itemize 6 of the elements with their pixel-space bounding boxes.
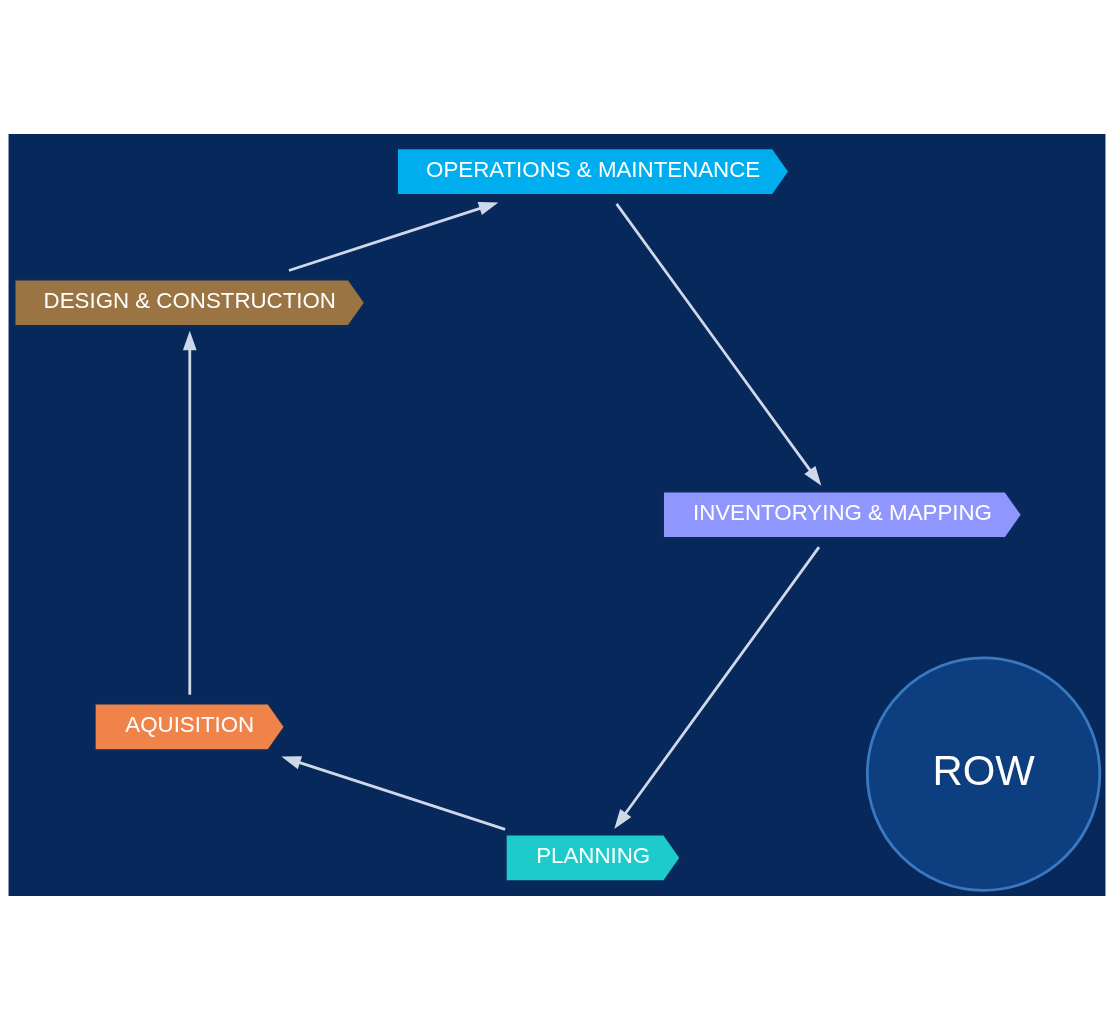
arrow xyxy=(614,546,821,829)
node-circle: ROW xyxy=(865,656,1102,892)
arrow xyxy=(182,330,197,695)
arrow xyxy=(615,203,822,486)
arrow xyxy=(288,202,499,272)
arrow xyxy=(281,756,506,831)
